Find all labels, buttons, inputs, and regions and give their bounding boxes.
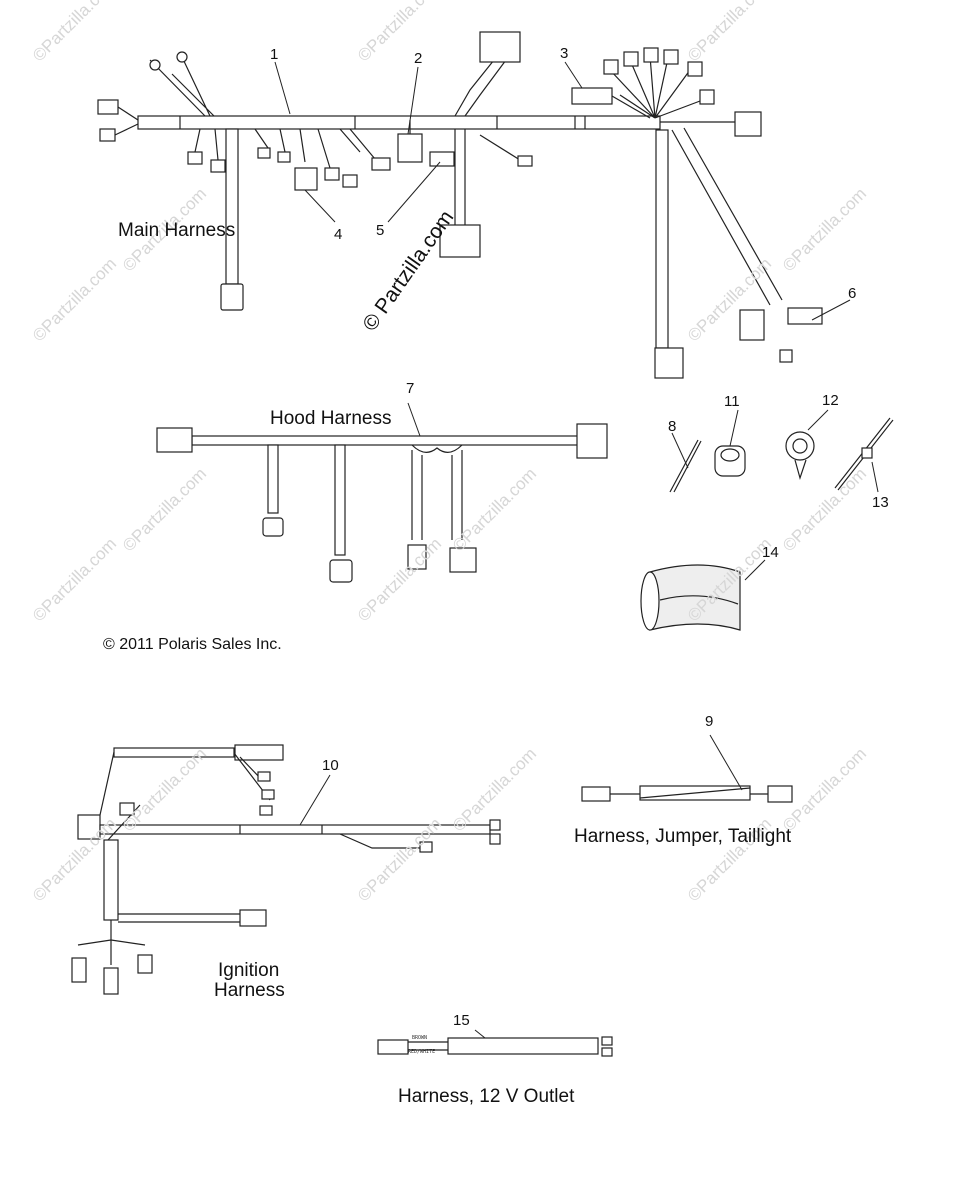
callout-3: 3 xyxy=(560,45,569,62)
callout-11: 11 xyxy=(724,393,740,410)
jumper-taillight-drawing xyxy=(581,785,793,803)
callout-13: 13 xyxy=(872,494,889,511)
callout-10: 10 xyxy=(322,757,339,774)
main-harness-drawing xyxy=(97,31,823,379)
callout-7: 7 xyxy=(406,380,415,397)
ignition-harness-title-line1: Ignition xyxy=(218,960,280,981)
callout-1: 1 xyxy=(270,46,279,63)
jumper-taillight-title: Harness, Jumper, Taillight xyxy=(574,826,792,847)
ignition-harness-title-line2: Harness xyxy=(214,980,285,1001)
copyright-notice: © 2011 Polaris Sales Inc. xyxy=(103,636,282,653)
loom-drawing xyxy=(640,564,741,631)
wire-label-red-white: RED/WHITE xyxy=(408,1049,436,1055)
callout-15: 15 xyxy=(453,1012,470,1029)
hood-harness-drawing xyxy=(156,423,608,583)
callout-2: 2 xyxy=(414,50,423,67)
outlet-harness-drawing xyxy=(377,1036,613,1057)
small-parts-drawing xyxy=(669,417,894,493)
callout-6: 6 xyxy=(848,285,857,302)
callout-14: 14 xyxy=(762,544,779,561)
outlet-harness-title: Harness, 12 V Outlet xyxy=(398,1086,575,1107)
ignition-harness-drawing xyxy=(71,744,501,995)
callout-4: 4 xyxy=(334,226,343,243)
callout-12: 12 xyxy=(822,392,839,409)
leader-lines xyxy=(274,61,879,1039)
hood-harness-title: Hood Harness xyxy=(270,408,392,429)
main-harness-title: Main Harness xyxy=(118,220,236,241)
callout-8: 8 xyxy=(668,418,677,435)
wire-label-brown: BROWN xyxy=(412,1035,428,1041)
callout-5: 5 xyxy=(376,222,385,239)
callout-9: 9 xyxy=(705,713,714,730)
